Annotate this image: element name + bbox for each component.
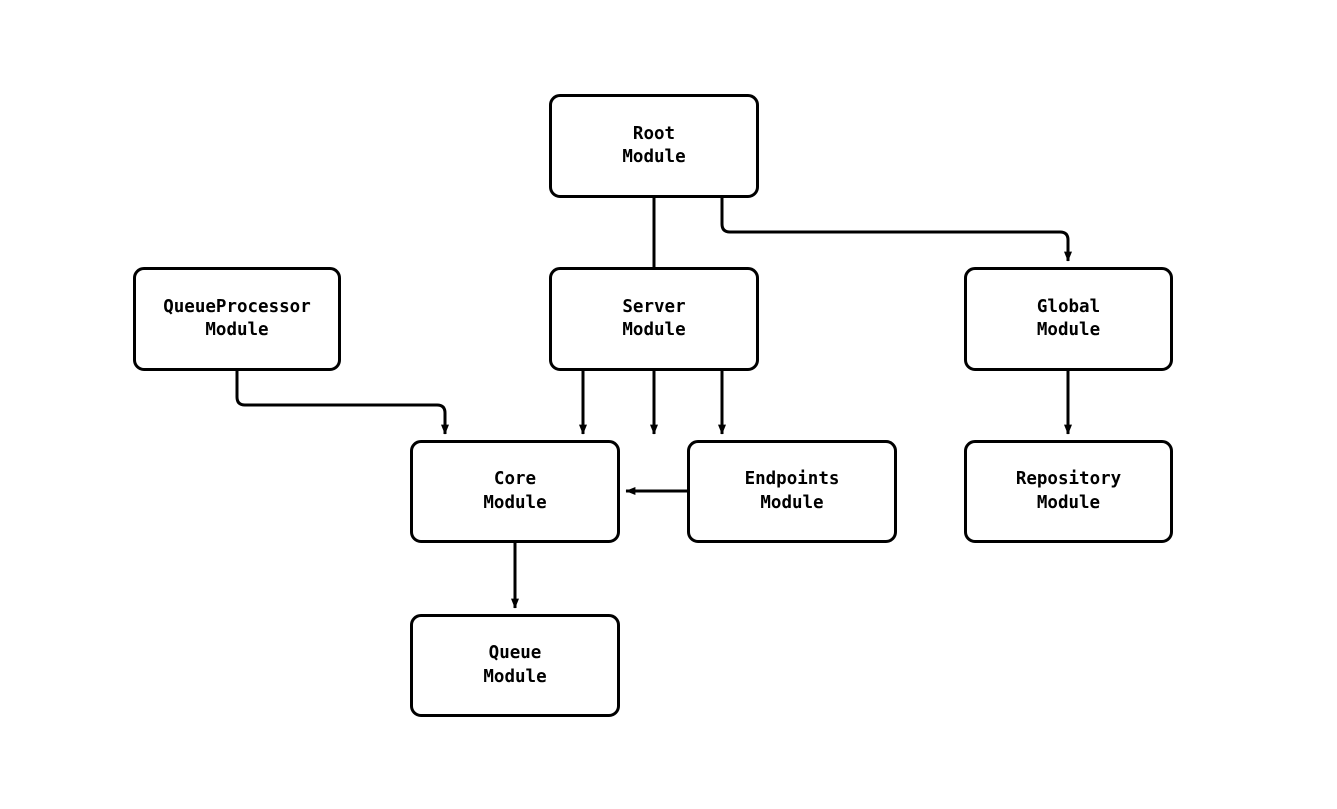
node-queue-module[interactable]: Queue Module xyxy=(410,614,620,717)
node-repository-module[interactable]: Repository Module xyxy=(964,440,1173,543)
node-server-module[interactable]: Server Module xyxy=(549,267,759,371)
node-endpoints-module[interactable]: Endpoints Module xyxy=(687,440,897,543)
node-global-module[interactable]: Global Module xyxy=(964,267,1173,371)
edge-root-to-global xyxy=(720,198,1072,262)
node-queue-module-label: Queue Module xyxy=(483,643,547,687)
node-endpoints-module-label: Endpoints Module xyxy=(744,469,840,513)
edge-queueprocessor-to-core xyxy=(235,371,449,435)
node-queueprocessor-module[interactable]: QueueProcessor Module xyxy=(133,267,341,371)
node-queueprocessor-module-label: QueueProcessor Module xyxy=(163,296,311,340)
node-core-module[interactable]: Core Module xyxy=(410,440,620,543)
node-root-module[interactable]: Root Module xyxy=(549,94,759,198)
node-server-module-label: Server Module xyxy=(622,296,686,340)
node-root-module-label: Root Module xyxy=(622,123,686,167)
node-core-module-label: Core Module xyxy=(483,469,547,513)
node-global-module-label: Global Module xyxy=(1036,296,1101,340)
node-repository-module-label: Repository Module xyxy=(1015,469,1122,513)
